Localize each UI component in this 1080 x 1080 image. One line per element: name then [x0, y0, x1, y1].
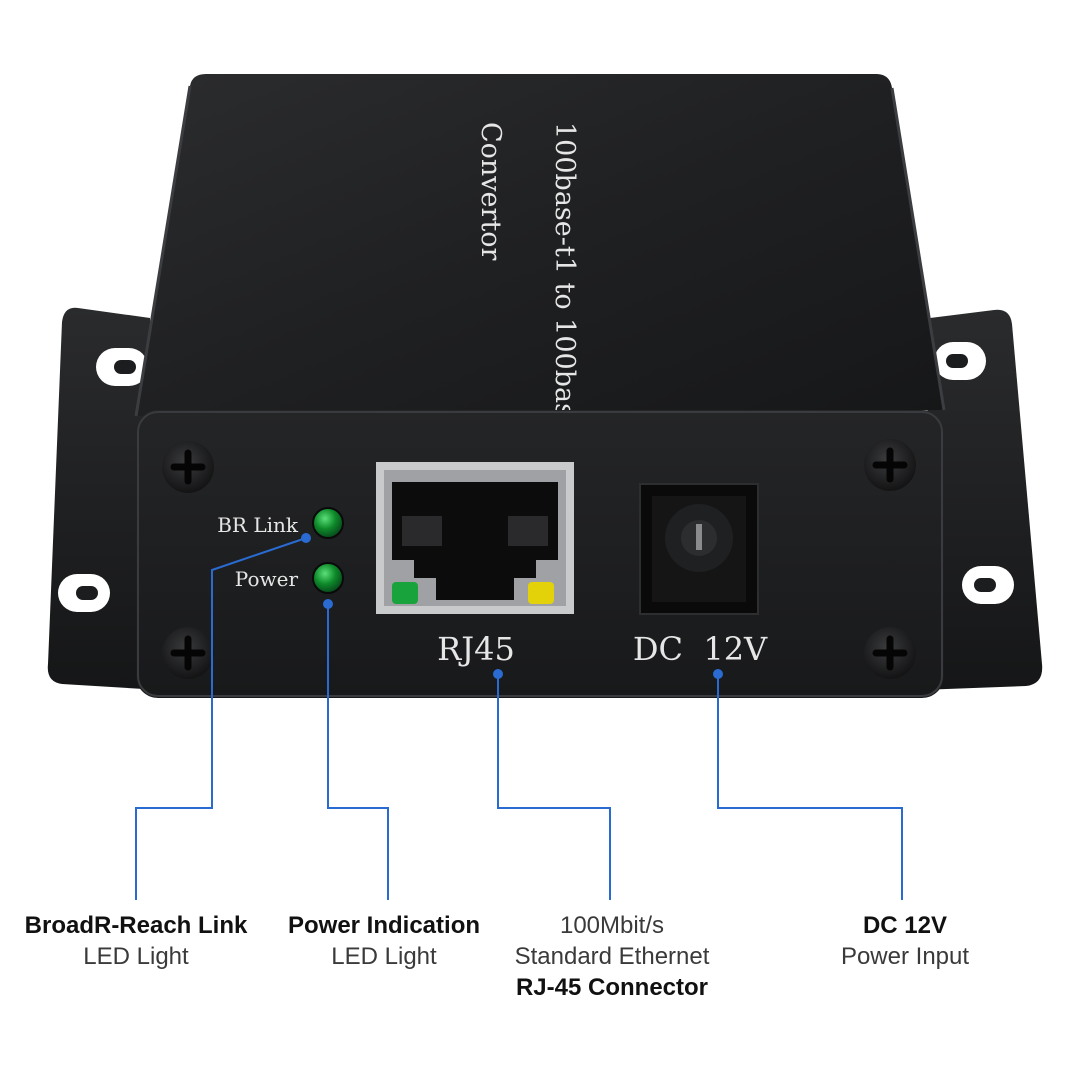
mounting-slot-icon	[96, 348, 148, 386]
mounting-slot-icon	[962, 566, 1014, 604]
enclosure-top	[136, 74, 944, 416]
callout-power: Power Indication LED Light	[276, 910, 492, 972]
dc-port-label: DC 12V	[633, 630, 768, 668]
rj45-port	[376, 462, 574, 614]
callout-line-dc	[717, 674, 903, 900]
callout-power-sub: LED Light	[331, 943, 437, 970]
mounting-slot-icon	[934, 342, 986, 380]
callout-dc-title: DC 12V	[862, 912, 948, 939]
callout-line-br-link	[135, 537, 307, 900]
mounting-flange-left	[47, 307, 160, 690]
led-power-icon	[312, 562, 344, 594]
callout-rj45: 100Mbit/s Standard Ethernet RJ-45 Connec…	[496, 910, 728, 1003]
screw-icon	[162, 441, 214, 493]
dc-jack	[639, 483, 759, 615]
top-label-line2: Convertor	[475, 122, 506, 261]
screw-icon	[162, 627, 214, 679]
rj45-led-yellow-icon	[528, 582, 554, 604]
screw-icon	[864, 627, 916, 679]
callout-line-power	[327, 604, 389, 900]
mounting-flange-right	[920, 309, 1043, 690]
callout-line-rj45	[497, 674, 611, 900]
callout-rj45-line2: Standard Ethernet	[514, 943, 710, 970]
callout-power-title: Power Indication	[287, 912, 481, 939]
mounting-slot-icon	[58, 574, 110, 612]
callout-rj45-title: RJ-45 Connector	[515, 974, 709, 1001]
rj45-port-label: RJ45	[437, 630, 515, 668]
led-br-link-label: BR Link	[217, 513, 299, 537]
callout-br-link-sub: LED Light	[83, 943, 189, 970]
screw-icon	[864, 439, 916, 491]
callout-br-link: BroadR-Reach Link LED Light	[0, 910, 272, 972]
led-power-label: Power	[235, 567, 299, 591]
callout-dc: DC 12V Power Input	[810, 910, 1000, 972]
led-br-link-icon	[312, 507, 344, 539]
callout-dc-sub: Power Input	[840, 943, 970, 970]
callout-br-link-title: BroadR-Reach Link	[24, 912, 248, 939]
rj45-led-green-icon	[392, 582, 418, 604]
callout-rj45-line1: 100Mbit/s	[559, 912, 665, 939]
